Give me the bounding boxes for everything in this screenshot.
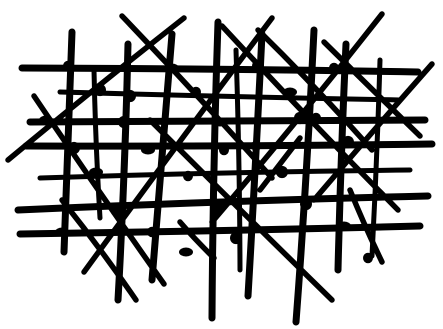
knot-dot: [283, 88, 297, 97]
knot-dot: [252, 60, 264, 72]
knot-dot: [311, 113, 321, 124]
knot-dot: [329, 63, 339, 74]
knot-dot: [94, 84, 106, 96]
knot-dot: [111, 208, 125, 217]
knot-dot: [213, 118, 227, 127]
knot-dot: [55, 228, 69, 237]
knot-dot: [124, 90, 136, 102]
knot-dot: [141, 146, 155, 155]
knot-dot: [213, 203, 223, 214]
knot-dot: [179, 248, 193, 257]
knot-dot: [68, 142, 80, 154]
knot-dot: [39, 116, 53, 125]
knot-dot: [191, 87, 201, 98]
knot-dot: [342, 136, 354, 148]
knot-dot: [183, 171, 193, 182]
knot-dot: [300, 198, 312, 210]
knot-dot: [276, 166, 288, 178]
knot-dot: [118, 116, 130, 128]
knot-dot: [89, 168, 103, 177]
knot-dot: [219, 145, 229, 156]
horizontal-line: [30, 120, 425, 122]
knot-dot: [363, 253, 373, 264]
knot-dot: [337, 222, 351, 231]
knot-dot: [251, 141, 261, 152]
knot-dot: [294, 112, 306, 124]
knot-dot: [147, 227, 157, 238]
knot-dot: [63, 61, 73, 72]
knot-dot: [165, 64, 179, 73]
knot-dot: [230, 232, 242, 244]
